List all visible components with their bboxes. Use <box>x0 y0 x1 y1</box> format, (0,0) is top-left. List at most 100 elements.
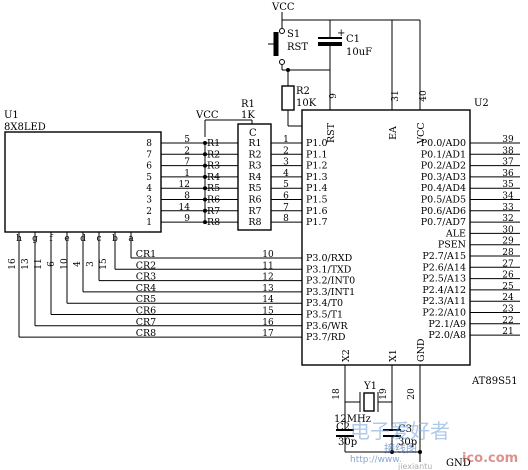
reset-network <box>268 12 421 127</box>
led-segment-label: d <box>80 234 86 244</box>
s1-label: S1 <box>287 29 300 40</box>
y1-freq: 12MHz <box>334 414 371 425</box>
mcu-right-pin-number: 26 <box>502 271 514 281</box>
led-row-pin-number: 3 <box>146 196 152 206</box>
mcu-pin-number: 10 <box>262 250 274 260</box>
crystal-network <box>336 365 422 462</box>
mcu-pin-label: P3.2/INT0 <box>306 276 355 287</box>
mcu-right-pin-label: ALE <box>445 228 466 239</box>
gnd-label: GND <box>446 458 471 469</box>
mcu-right-pin-label: P2.1/A9 <box>428 319 466 330</box>
resistor-pack-input-label: R3 <box>207 161 220 172</box>
resistor-pack-output-label: R3 <box>248 161 261 172</box>
c3-label: C3 <box>398 424 412 435</box>
led-segment-label: e <box>64 234 69 244</box>
y1-label: Y1 <box>363 381 377 392</box>
wiring <box>18 141 520 338</box>
mcu-right-pin-label: P2.5/A13 <box>422 274 466 285</box>
led-row-pin-number: 6 <box>146 162 152 172</box>
mcu-right-pin-number: 38 <box>502 146 514 156</box>
s1-name: RST <box>287 42 308 53</box>
mcu-right-pin-number: 32 <box>502 214 513 224</box>
led-segment-label: g <box>32 234 38 244</box>
mcu-pin-label: P3.1/TXD <box>306 264 352 275</box>
u2-ref: U2 <box>474 98 489 109</box>
cr-label: CR2 <box>136 260 156 271</box>
mcu-pin-label: P3.5/T1 <box>306 310 343 321</box>
resistor-pack-output-label: R5 <box>248 183 261 194</box>
resistor-pack-output-label: R2 <box>248 149 261 160</box>
led-row-pin-number: 1 <box>146 218 152 228</box>
mcu-pin-label: P1.1 <box>306 149 328 160</box>
mcu-pin-label: P1.5 <box>306 195 328 206</box>
mcu-top-pin-number: 31 <box>391 90 401 101</box>
watermark-site: jiexiantu <box>397 462 432 470</box>
r1-ref: R1 <box>241 99 255 110</box>
watermark-line1: 电子爱好者 <box>350 419 450 443</box>
mcu-pin-number: 8 <box>283 214 289 224</box>
mcu-right-pin-label: PSEN <box>438 240 466 251</box>
u2-part: AT89S51 <box>471 376 518 387</box>
mcu-bottom-pin-number: 18 <box>332 388 342 400</box>
row-pin-number: 7 <box>184 158 190 168</box>
mcu-top-pin-number: 40 <box>419 90 429 102</box>
mcu-right-pin-label: P2.6/A14 <box>422 262 466 273</box>
led-column-pin-number: 10 <box>60 258 70 270</box>
resistor-pack-output-label: R6 <box>248 195 261 206</box>
mcu-pin-label: P1.6 <box>306 206 328 217</box>
mcu-bottom-pin-label: X1 <box>388 349 399 362</box>
mcu-pin-number: 4 <box>283 169 289 179</box>
r2-value: 10K <box>296 98 317 109</box>
led-column-pin-number: 4 <box>73 261 83 267</box>
led-segment-label: h <box>16 234 22 244</box>
mcu-right-pin-number: 28 <box>502 248 514 258</box>
resistor-pack-input-label: R8 <box>207 217 220 228</box>
watermark-url: http://www. <box>350 455 402 465</box>
mcu-top-pin-label: RST <box>326 122 337 143</box>
resistor-pack-body <box>204 119 272 231</box>
led-row-pin-number: 4 <box>146 184 152 194</box>
mcu-pin-label: P3.3/INT1 <box>306 287 355 298</box>
r1-value: 1K <box>241 110 255 121</box>
row-pin-number: 8 <box>184 192 190 202</box>
mcu-right-pin-label: P0.4/AD4 <box>421 183 466 194</box>
mcu-right-pin-label: P0.5/AD5 <box>421 195 466 206</box>
led-matrix-body <box>4 131 162 233</box>
mcu-pin-number: 17 <box>262 329 274 339</box>
mcu-right-pin-number: 27 <box>502 259 514 269</box>
mcu-right-pin-number: 21 <box>502 327 513 337</box>
led-column-pin-number: 3 <box>86 261 96 267</box>
watermark-line2: 接线图 <box>384 441 417 455</box>
mcu-right-pin-label: P2.2/A10 <box>422 308 466 319</box>
mcu-pin-number: 16 <box>262 318 274 328</box>
mcu-bottom-pin-label: GND <box>416 338 427 362</box>
r1-common: C <box>249 128 257 139</box>
mcu-pin-number: 3 <box>283 158 289 168</box>
mcu-pin-label: P3.0/RXD <box>306 253 353 264</box>
led-segment-label: a <box>128 234 134 244</box>
mcu-body <box>301 109 471 366</box>
watermark-domain: ico.com <box>462 451 518 466</box>
mcu-pin-label: P3.7/RD <box>306 332 346 343</box>
cr-label: CR3 <box>136 272 156 283</box>
led-column-pin-number: 6 <box>47 261 57 267</box>
resistor-pack-input-label: R4 <box>207 172 220 183</box>
cr-label: CR1 <box>136 249 156 260</box>
u1-ref: U1 <box>4 110 19 121</box>
cr-label: CR4 <box>136 283 156 294</box>
mcu-right-pin-number: 34 <box>502 192 514 202</box>
mcu-pin-label: P1.7 <box>306 217 328 228</box>
c2-value: 30p <box>338 437 357 448</box>
mcu-right-pin-number: 33 <box>502 203 514 213</box>
mcu-right-pin-label: P2.7/A15 <box>422 251 466 262</box>
mcu-pin-label: P3.4/T0 <box>306 298 343 309</box>
cr-label: CR6 <box>136 306 156 317</box>
resistor-pack-output-label: R4 <box>248 172 261 183</box>
mcu-pin-number: 7 <box>283 203 289 213</box>
mcu-right-pin-number: 22 <box>502 316 513 326</box>
cr-label: CR5 <box>136 294 156 305</box>
resistor-pack-input-label: R6 <box>207 195 220 206</box>
resistor-pack-input-label: R5 <box>207 183 220 194</box>
resistor-pack-output-label: R1 <box>248 138 261 149</box>
